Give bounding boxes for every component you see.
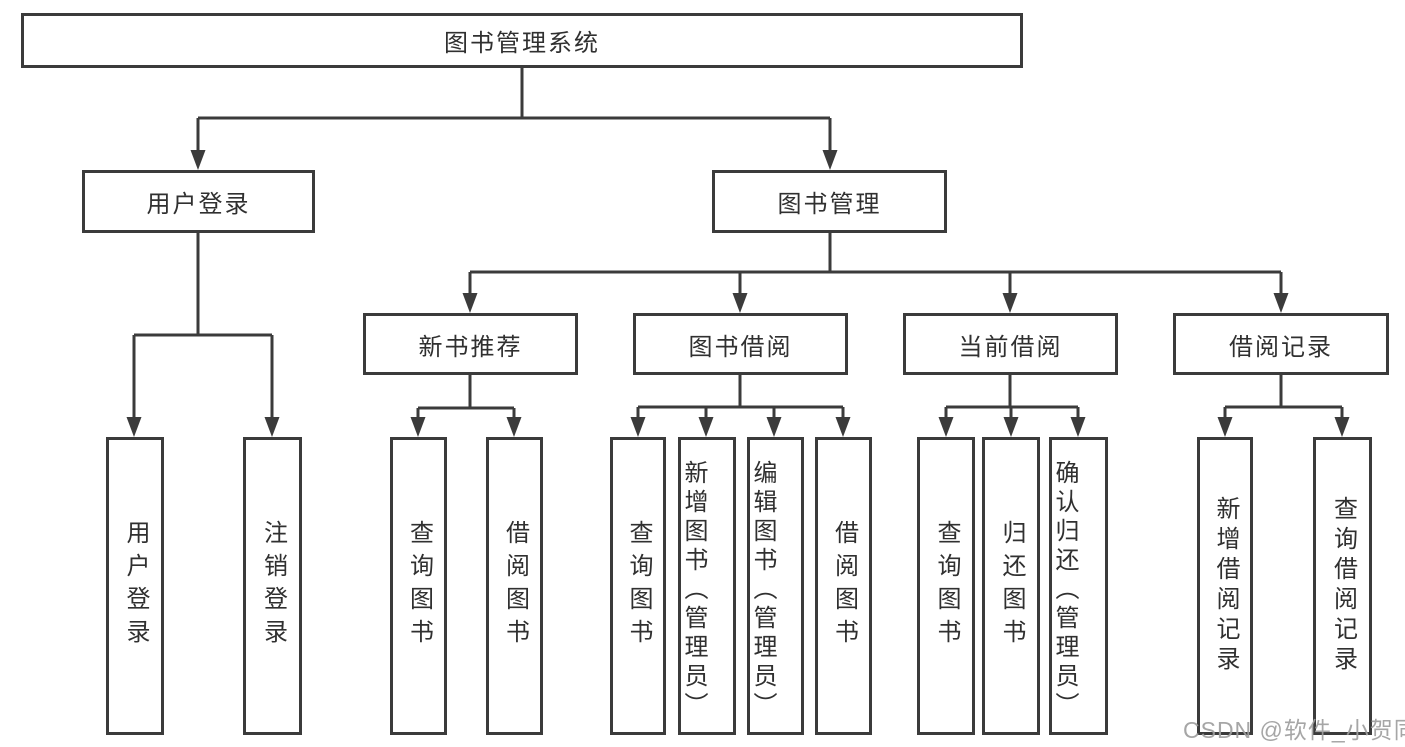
edge-user-login-children bbox=[126, 233, 280, 437]
node-borrow-records-label: 借阅记录 bbox=[1229, 333, 1333, 361]
leaf-records-add-record: 新增借阅记录 bbox=[1197, 437, 1253, 735]
leaf-user-login: 用户登录 bbox=[106, 437, 164, 735]
node-user-login: 用户登录 bbox=[82, 170, 315, 233]
leaf-logout: 注销登录 bbox=[243, 437, 302, 735]
leaf-user-login-label: 用户登录 bbox=[122, 520, 149, 652]
edge-book-management-to-level3 bbox=[462, 233, 1289, 313]
node-book-borrow: 图书借阅 bbox=[633, 313, 848, 375]
leaf-records-query-record: 查询借阅记录 bbox=[1313, 437, 1372, 735]
csdn-watermark: CSDN @软件_小贺同学 bbox=[1183, 717, 1405, 743]
node-new-book-recommend: 新书推荐 bbox=[363, 313, 578, 375]
leaf-newbook-query-books: 查询图书 bbox=[390, 437, 447, 735]
leaf-borrow-edit-books-admin: 编辑图书（管理员） bbox=[747, 437, 804, 735]
node-root-label: 图书管理系统 bbox=[444, 30, 600, 57]
leaf-current-query-books: 查询图书 bbox=[917, 437, 975, 735]
node-root: 图书管理系统 bbox=[21, 13, 1023, 68]
node-new-book-recommend-label: 新书推荐 bbox=[418, 333, 523, 361]
node-current-borrow: 当前借阅 bbox=[903, 313, 1118, 375]
leaf-current-query-books-label: 查询图书 bbox=[933, 520, 960, 652]
node-book-borrow-label: 图书借阅 bbox=[688, 333, 793, 361]
edge-current-borrow-children bbox=[938, 375, 1086, 437]
leaf-borrow-borrow-books: 借阅图书 bbox=[815, 437, 872, 735]
leaf-borrow-edit-books-admin-label: 编辑图书（管理员） bbox=[749, 459, 776, 721]
leaf-records-add-record-label: 新增借阅记录 bbox=[1212, 496, 1239, 676]
edge-root-to-level2 bbox=[190, 68, 838, 170]
leaf-newbook-borrow-books-label: 借阅图书 bbox=[501, 520, 529, 652]
leaf-logout-label: 注销登录 bbox=[259, 520, 287, 652]
node-book-management: 图书管理 bbox=[712, 170, 947, 233]
leaf-current-confirm-return-admin: 确认归还（管理员） bbox=[1049, 437, 1108, 735]
node-book-management-label: 图书管理 bbox=[777, 191, 882, 218]
leaf-borrow-query-books-label: 查询图书 bbox=[625, 520, 652, 652]
leaf-borrow-query-books: 查询图书 bbox=[610, 437, 666, 735]
leaf-records-query-record-label: 查询借阅记录 bbox=[1329, 496, 1357, 676]
leaf-newbook-query-books-label: 查询图书 bbox=[405, 520, 433, 652]
edge-book-borrow-children bbox=[630, 375, 851, 437]
edge-borrow-records-children bbox=[1217, 375, 1350, 437]
node-user-login-label: 用户登录 bbox=[146, 191, 251, 218]
node-current-borrow-label: 当前借阅 bbox=[958, 333, 1063, 361]
leaf-newbook-borrow-books: 借阅图书 bbox=[486, 437, 543, 735]
leaf-current-return-books: 归还图书 bbox=[982, 437, 1040, 735]
node-borrow-records: 借阅记录 bbox=[1173, 313, 1389, 375]
leaf-borrow-borrow-books-label: 借阅图书 bbox=[830, 520, 858, 652]
leaf-borrow-add-books-admin-label: 新增图书（管理员） bbox=[680, 459, 707, 721]
leaf-current-confirm-return-admin-label: 确认归还（管理员） bbox=[1051, 459, 1078, 721]
leaf-borrow-add-books-admin: 新增图书（管理员） bbox=[678, 437, 736, 735]
edge-new-book-recommend-children bbox=[410, 375, 522, 437]
leaf-current-return-books-label: 归还图书 bbox=[998, 520, 1025, 652]
